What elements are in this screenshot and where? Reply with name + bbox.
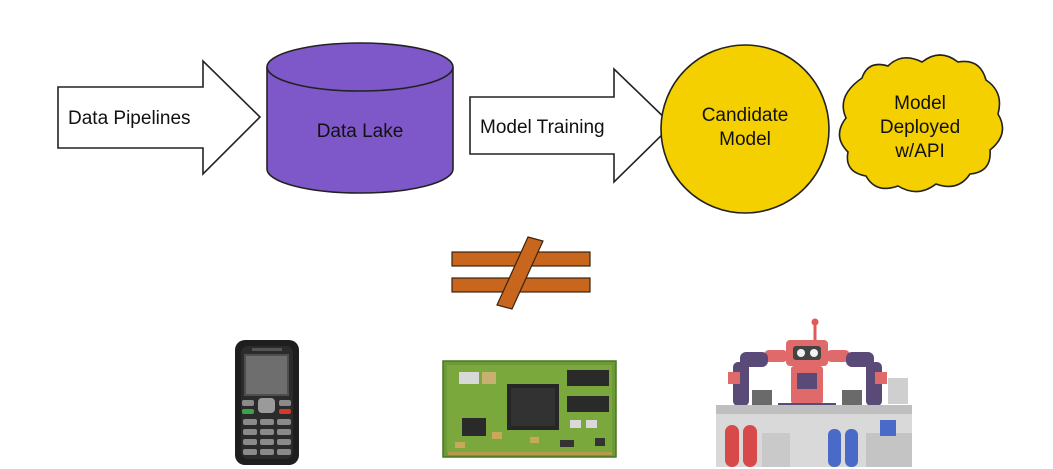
candidate-model-line2: Model bbox=[719, 129, 771, 150]
embedded-circuit-board-icon bbox=[442, 360, 617, 458]
candidate-model-circle: Candidate Model bbox=[660, 44, 830, 214]
model-training-arrow: Model Training bbox=[469, 67, 674, 184]
model-deployed-cloud: Model Deployed w/API bbox=[838, 54, 1004, 193]
data-lake-label: Data Lake bbox=[317, 121, 404, 142]
industrial-robot-icon bbox=[716, 318, 912, 467]
candidate-model-line1: Candidate bbox=[702, 105, 789, 126]
model-deployed-line2: Deployed bbox=[880, 117, 960, 138]
data-pipelines-label: Data Pipelines bbox=[68, 108, 191, 129]
feature-phone-icon bbox=[235, 340, 299, 465]
data-lake-cylinder: Data Lake bbox=[266, 42, 454, 194]
data-pipelines-arrow: Data Pipelines bbox=[57, 59, 262, 176]
model-training-label: Model Training bbox=[480, 117, 605, 138]
model-deployed-line3: w/API bbox=[894, 141, 945, 162]
not-equal-icon bbox=[451, 236, 591, 310]
model-deployed-line1: Model bbox=[894, 93, 946, 114]
